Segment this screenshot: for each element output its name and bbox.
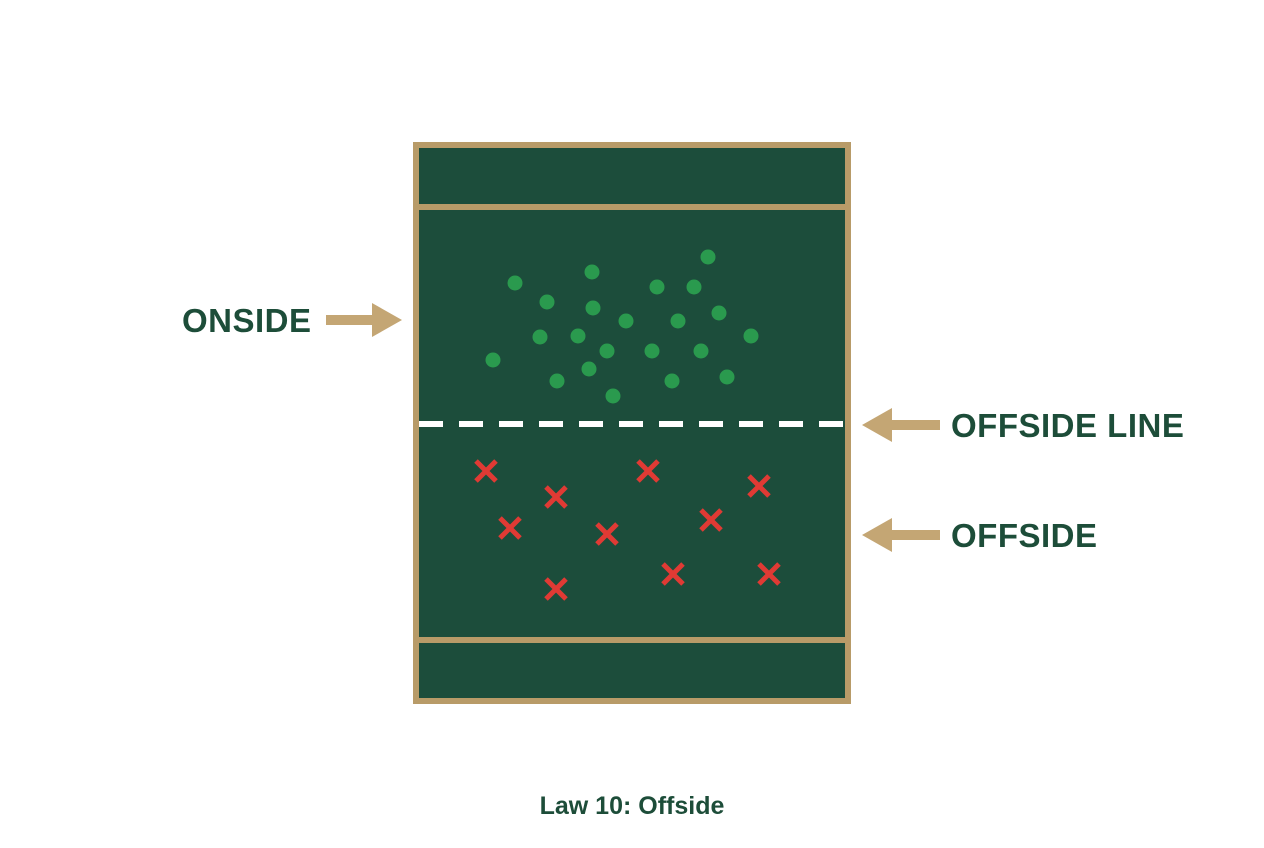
offside-player-x-icon bbox=[498, 516, 522, 540]
offside-player-x-icon bbox=[474, 459, 498, 483]
onside-player-dot bbox=[539, 294, 555, 310]
pitch bbox=[413, 142, 851, 704]
onside-player-dot bbox=[581, 361, 597, 377]
onside-player-dot bbox=[644, 343, 660, 359]
arrow-offside-line-icon bbox=[862, 408, 940, 442]
onside-player-dot bbox=[570, 328, 586, 344]
offside-player-x-icon bbox=[661, 562, 685, 586]
onside-player-dot bbox=[743, 328, 759, 344]
onside-player-dot bbox=[485, 352, 501, 368]
onside-players bbox=[485, 249, 759, 404]
offside-player-x-icon bbox=[544, 577, 568, 601]
offside-players bbox=[474, 459, 781, 601]
onside-player-dot bbox=[719, 369, 735, 385]
offside-player-x-icon bbox=[636, 459, 660, 483]
onside-player-dot bbox=[549, 373, 565, 389]
offside-player-x-icon bbox=[699, 508, 723, 532]
onside-player-dot bbox=[664, 373, 680, 389]
onside-player-dot bbox=[700, 249, 716, 265]
arrow-offside-icon bbox=[862, 518, 940, 552]
offside-player-x-icon bbox=[544, 485, 568, 509]
label-offside: OFFSIDE bbox=[951, 517, 1098, 554]
label-offside-line: OFFSIDE LINE bbox=[951, 407, 1185, 444]
onside-player-dot bbox=[605, 388, 621, 404]
diagram-title: Law 10: Offside bbox=[539, 792, 725, 820]
offside-player-x-icon bbox=[595, 522, 619, 546]
onside-player-dot bbox=[649, 279, 665, 295]
onside-player-dot bbox=[584, 264, 600, 280]
offside-player-x-icon bbox=[747, 474, 771, 498]
label-onside: ONSIDE bbox=[182, 302, 312, 339]
onside-player-dot bbox=[711, 305, 727, 321]
onside-player-dot bbox=[686, 279, 702, 295]
offside-player-x-icon bbox=[757, 562, 781, 586]
onside-player-dot bbox=[599, 343, 615, 359]
onside-player-dot bbox=[618, 313, 634, 329]
onside-player-dot bbox=[693, 343, 709, 359]
onside-player-dot bbox=[585, 300, 601, 316]
onside-player-dot bbox=[532, 329, 548, 345]
onside-player-dot bbox=[507, 275, 523, 291]
arrow-onside-icon bbox=[326, 303, 402, 337]
onside-player-dot bbox=[670, 313, 686, 329]
